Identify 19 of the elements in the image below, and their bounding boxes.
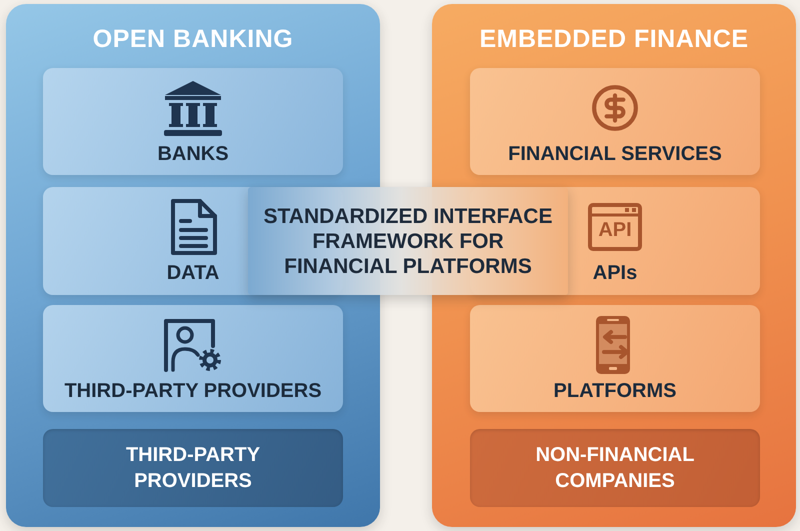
card-label: BANKS: [157, 143, 229, 166]
card-label: PLATFORMS: [554, 380, 676, 403]
card-label: APIs: [592, 262, 638, 285]
category-card: [43, 305, 343, 412]
window-text: API: [598, 218, 632, 242]
panel-heading: EMBEDDED FINANCE: [479, 24, 749, 54]
category-card: [470, 68, 760, 175]
card-label: DATA: [166, 262, 220, 285]
category-card: [470, 305, 760, 412]
category-card: [43, 68, 343, 175]
card-label: FINANCIAL SERVICES: [508, 143, 722, 166]
overlay-band: [248, 187, 568, 295]
band-label: STANDARDIZED INTERFACE FRAMEWORK FOR FINANCIAL PLATFORMS: [262, 204, 554, 278]
summary-box: [470, 429, 760, 507]
summary-label: THIRD-PARTY PROVIDERS: [124, 443, 262, 494]
summary-box: [43, 429, 343, 507]
panel-heading: OPEN BANKING: [92, 24, 294, 54]
summary-label: NON-FINANCIAL COMPANIES: [534, 443, 696, 494]
card-label: THIRD-PARTY PROVIDERS: [64, 380, 322, 403]
